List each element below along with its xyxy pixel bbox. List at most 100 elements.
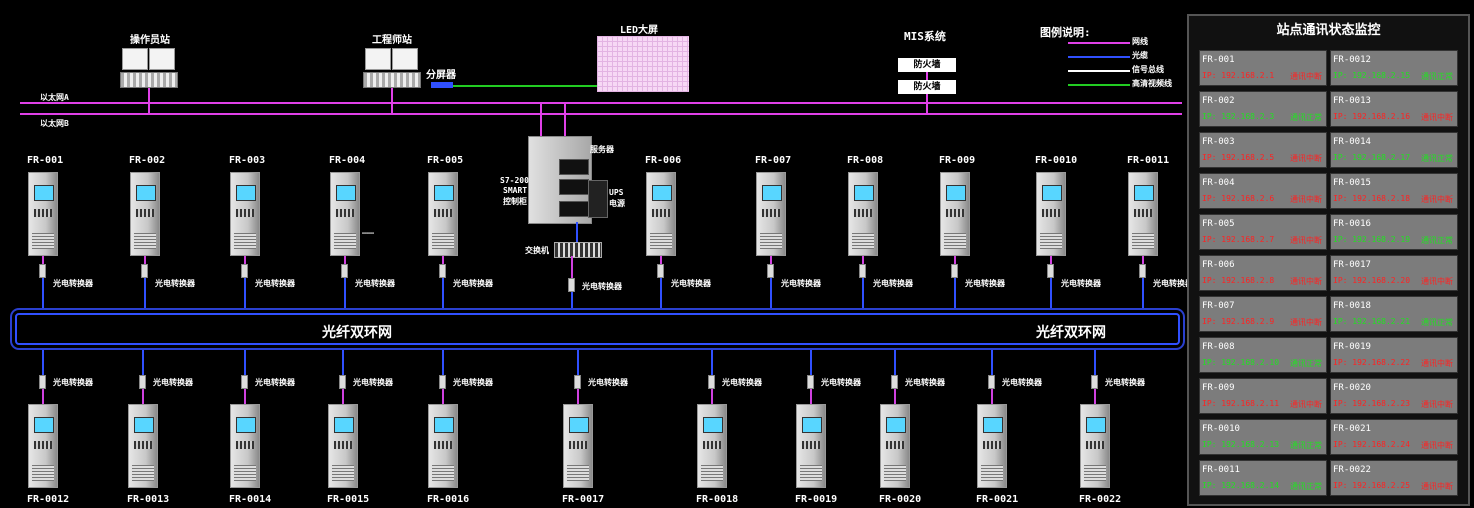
converter-icon[interactable] [141,264,148,278]
cabinet-fr-008[interactable] [848,172,878,256]
ups-label-1: UPS [609,188,624,197]
status-card-ip: IP: 192.168.2.9 [1202,317,1275,326]
converter-icon[interactable] [807,375,814,389]
converter-icon[interactable] [241,264,248,278]
cabinet-fr-0021[interactable] [977,404,1007,488]
cabinet-fr-0015[interactable] [328,404,358,488]
converter-icon[interactable] [341,264,348,278]
converter-icon[interactable] [767,264,774,278]
converter-icon[interactable] [951,264,958,278]
fiber-ring [15,313,1180,345]
converter-icon[interactable] [39,264,46,278]
cabinet-fr-001[interactable] [28,172,58,256]
status-card-ip: IP: 192.168.2.19 [1333,235,1411,244]
converter-icon[interactable] [568,278,575,292]
firewall-1[interactable]: 防火墙 [898,58,956,72]
cabinet-link [42,389,44,404]
converter-label: 光电转换器 [821,378,861,387]
status-card-ip: IP: 192.168.2.11 [1202,399,1280,408]
converter-label: 光电转换器 [453,279,493,288]
ups-unit[interactable] [588,180,608,218]
cabinet-fr-005[interactable] [428,172,458,256]
cabinet-buttons [434,441,452,449]
cabinet-buttons [762,209,780,217]
converter-icon[interactable] [439,264,446,278]
converter-icon[interactable] [859,264,866,278]
converter-icon[interactable] [241,375,248,389]
cabinet-fr-0019[interactable] [796,404,826,488]
cabinet-screen-icon [134,417,154,433]
converter-icon[interactable] [1047,264,1054,278]
cabinet-fr-0012[interactable] [28,404,58,488]
cabinet-fr-003[interactable] [230,172,260,256]
converter-icon[interactable] [891,375,898,389]
cabinet-fr-0010[interactable] [1036,172,1066,256]
converter-label: 光电转换器 [582,282,622,291]
cabinet-fr-0016[interactable] [428,404,458,488]
converter-icon[interactable] [339,375,346,389]
converter-label: 光电转换器 [781,279,821,288]
splitter-icon[interactable] [431,82,453,88]
converter-icon[interactable] [988,375,995,389]
cabinet-screen-icon [569,417,589,433]
cabinet-fr-0013[interactable] [128,404,158,488]
firewall-2[interactable]: 防火墙 [898,80,956,94]
cabinet-fr-009[interactable] [940,172,970,256]
cabinet-fr-004[interactable] [330,172,360,256]
cabinet-fr-0014[interactable] [230,404,260,488]
converter-icon[interactable] [1139,264,1146,278]
converter-icon[interactable] [39,375,46,389]
converter-icon[interactable] [657,264,664,278]
cabinet-vent [567,465,589,481]
converter-label: 光电转换器 [53,279,93,288]
converter-icon[interactable] [139,375,146,389]
cabinet-buttons [134,441,152,449]
cabinet-fr-0020[interactable] [880,404,910,488]
led-wall[interactable] [597,36,689,92]
cabinet-fr-0011[interactable] [1128,172,1158,256]
cabinet-buttons [236,209,254,217]
engineer-station-icon[interactable] [363,48,421,92]
operator-station-icon[interactable] [120,48,178,92]
cabinet-fr-0017[interactable] [563,404,593,488]
converter-icon[interactable] [1091,375,1098,389]
cabinet-link [577,389,579,404]
converter-icon[interactable] [574,375,581,389]
converter-icon[interactable] [439,375,446,389]
cabinet-fr-002[interactable] [130,172,160,256]
cabinet-vent [234,233,256,249]
status-badge: 通讯中断 [1421,482,1453,491]
cabinet-screen-icon [886,417,906,433]
cabinet-fr-0022[interactable] [1080,404,1110,488]
cabinet-fr-007[interactable] [756,172,786,256]
fiber-link [344,278,346,313]
cabinet-fr-006[interactable] [646,172,676,256]
converter-icon[interactable] [708,375,715,389]
network-switch[interactable] [554,242,602,258]
converter-label: 光电转换器 [155,279,195,288]
cabinet-fr-0018[interactable] [697,404,727,488]
plc-cabinet[interactable] [528,136,592,224]
